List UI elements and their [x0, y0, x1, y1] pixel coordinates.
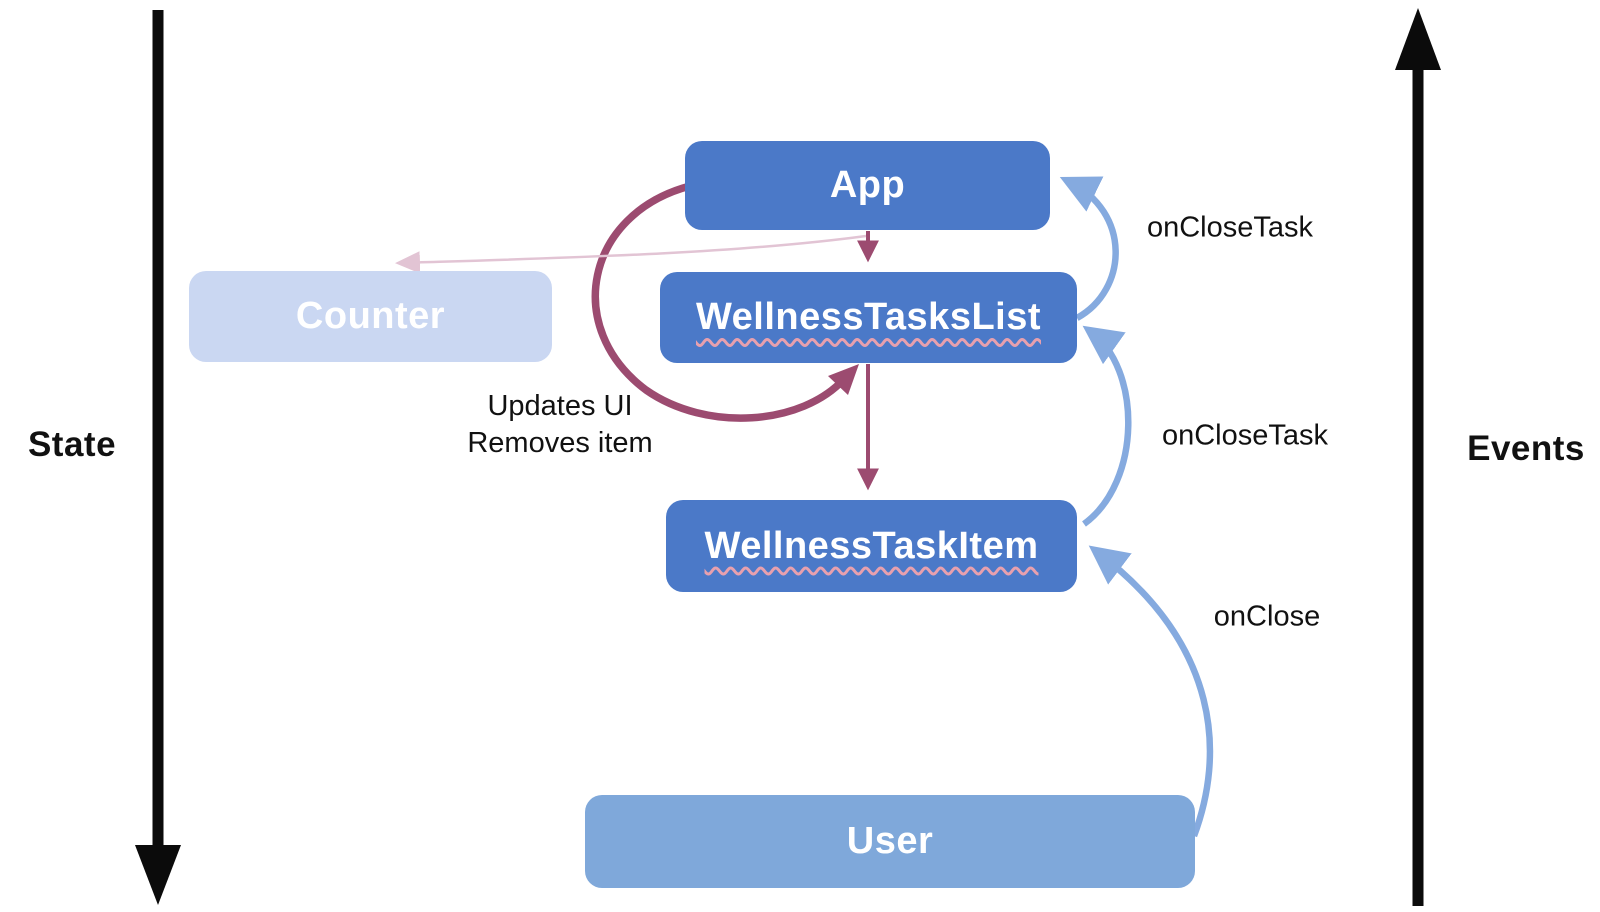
taskitem-component-box: WellnessTaskItem: [666, 500, 1077, 592]
app-component-box: App: [685, 141, 1050, 230]
onclosetask-top-edge-label: onCloseTask: [1146, 211, 1314, 244]
user-component-label: User: [846, 820, 934, 862]
counter-component-label: Counter: [295, 295, 446, 337]
user-to-taskitem-event-arrow: [1088, 545, 1214, 838]
loop-note-line1: Updates UI: [487, 390, 633, 422]
app-to-counter-arrow: [395, 234, 867, 274]
taskitem-to-taskslist-event-arrow: [1082, 325, 1132, 527]
loop-note-label: Updates UI Removes item: [467, 388, 652, 462]
taskslist-to-app-event-arrow: [1059, 176, 1119, 321]
events-axis-arrow-up: [1395, 8, 1441, 906]
taskitem-component-label: WellnessTaskItem: [704, 524, 1039, 567]
app-component-label: App: [829, 164, 906, 206]
user-component-box: User: [585, 795, 1195, 888]
taskslist-component-label: WellnessTasksList: [695, 296, 1042, 338]
loop-note-line2: Removes item: [467, 427, 653, 459]
app-state-loop-arrow: [591, 182, 859, 422]
counter-component-box: Counter: [189, 271, 552, 362]
onclose-edge-label: onClose: [1213, 600, 1321, 633]
taskslist-component-box: WellnessTasksList: [660, 272, 1077, 363]
state-axis-label: State: [27, 425, 117, 464]
state-axis-arrow-down: [135, 10, 181, 905]
events-axis-label: Events: [1467, 429, 1585, 468]
onclosetask-mid-edge-label: onCloseTask: [1161, 419, 1329, 452]
